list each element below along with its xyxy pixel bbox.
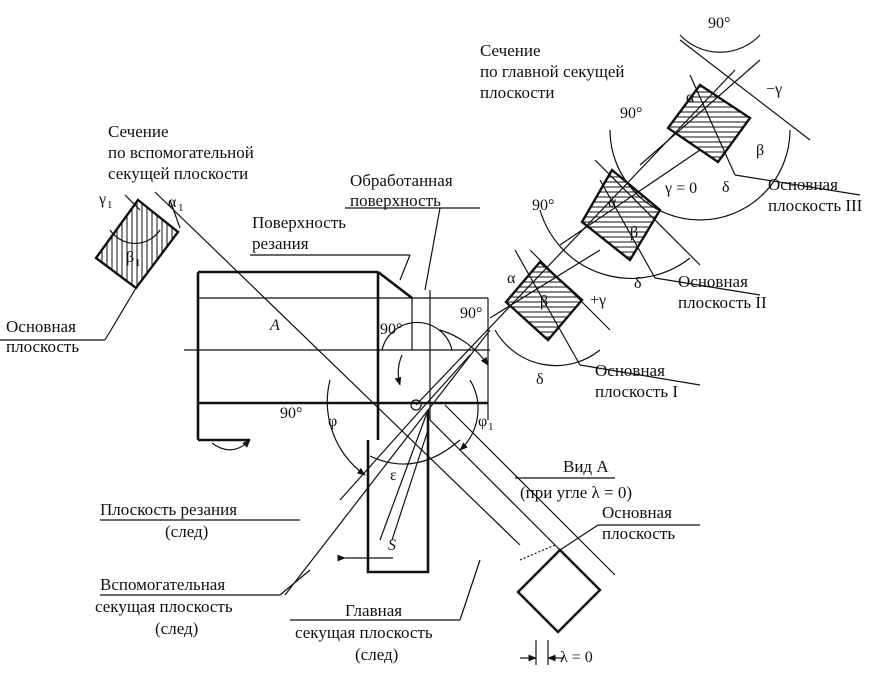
sym-gamma-zero: γ = 0 <box>664 180 697 197</box>
label-main-plane-trace-1: Главная <box>345 601 402 620</box>
sym-gamma-neg: −γ <box>766 81 782 98</box>
svg-text:1: 1 <box>107 199 113 211</box>
label-base-plane-1: Основная <box>6 317 76 336</box>
label-base-plane-2: плоскость <box>6 337 79 356</box>
label-section-main-1: Сечение <box>480 41 541 60</box>
label-machined-surface-2: поверхность <box>350 191 441 210</box>
label-base-plane-2a: Основная <box>678 272 748 291</box>
label-cutting-surface-2: резания <box>252 234 309 253</box>
label-aux-plane-trace-1: Вспомогательная <box>100 575 225 594</box>
section-1 <box>489 249 701 386</box>
sym-beta-s1: β <box>540 293 548 310</box>
workpiece <box>184 270 490 451</box>
section-2 <box>539 149 761 296</box>
sym-phi1: φ <box>478 413 487 430</box>
label-section-main-3: плоскости <box>480 83 554 102</box>
sym-alpha-s3: α <box>686 89 695 106</box>
svg-text:1: 1 <box>178 202 184 214</box>
section-3 <box>609 34 861 221</box>
label-base-plane-1a: Основная <box>595 361 665 380</box>
sym-lambda-zero: λ = 0 <box>560 649 593 666</box>
sym-phi: φ <box>328 413 337 430</box>
sym-alpha-s1: α <box>507 270 516 287</box>
label-cutting-plane-trace-2: (след) <box>165 522 208 541</box>
label-cutting-surface-1: Поверхность <box>252 213 346 232</box>
label-base-plane-3a: Основная <box>768 175 838 194</box>
sym-delta-s2: δ <box>634 275 642 292</box>
sym-90-s2: 90° <box>532 197 554 214</box>
label-base-plane-1b: плоскость I <box>595 382 678 401</box>
label-main-plane-trace-3: (след) <box>355 645 398 664</box>
sym-beta1: β <box>126 249 134 266</box>
label-aux-plane-trace-3: (след) <box>155 619 198 638</box>
label-section-aux-2: по вспомогательной <box>108 143 254 162</box>
label-view-a: Вид А <box>563 457 609 476</box>
main-plane-trace-line <box>154 191 521 546</box>
sym-epsilon: ε <box>390 467 397 484</box>
label-view-a-base-2: плоскость <box>602 524 675 543</box>
sym-90-s1: 90° <box>460 305 482 322</box>
sym-alpha-s2: α <box>608 194 617 211</box>
symbols: 90° 90° 90° 90° 90° 90° α −γ β δ α γ = 0… <box>98 15 782 666</box>
label-section-aux-1: Сечение <box>108 122 169 141</box>
text-labels: Сечение по главной секущей плоскости Сеч… <box>6 41 863 664</box>
sym-90-s3: 90° <box>620 105 642 122</box>
aux-section <box>0 194 181 341</box>
label-view-a-base-1: Основная <box>602 503 672 522</box>
cutting-plane-trace-line <box>339 354 471 501</box>
label-main-plane-trace-2: секущая плоскость <box>295 623 433 642</box>
label-base-plane-3b: плоскость III <box>768 196 863 215</box>
center-angles <box>326 321 489 476</box>
sym-beta-s3: β <box>756 142 764 159</box>
svg-text:1: 1 <box>488 421 494 433</box>
label-cutting-plane-trace-1: Плоскость резания <box>100 500 237 519</box>
sym-alpha1: α <box>168 194 177 211</box>
label-base-plane-2b: плоскость II <box>678 293 767 312</box>
sym-S: S <box>388 537 396 554</box>
sym-gamma-pos: +γ <box>590 292 606 309</box>
sym-90-left: 90° <box>280 405 302 422</box>
sym-A: A <box>269 317 280 334</box>
label-aux-plane-trace-2: секущая плоскость <box>95 597 233 616</box>
sym-gamma1: γ <box>98 191 106 208</box>
sym-beta-s2: β <box>630 224 638 241</box>
svg-text:1: 1 <box>135 257 141 269</box>
label-view-a-note: (при угле λ = 0) <box>520 483 632 502</box>
sym-delta-s1: δ <box>536 371 544 388</box>
sym-delta-s3: δ <box>722 179 730 196</box>
tool-shank <box>337 399 461 574</box>
view-a <box>515 477 700 665</box>
sym-90-center: 90° <box>380 321 402 338</box>
aux-plane-trace-line <box>284 329 491 596</box>
label-machined-surface-1: Обработанная <box>350 171 453 190</box>
label-section-aux-3: секущей плоскости <box>108 164 248 183</box>
sym-90-top: 90° <box>708 15 730 32</box>
leader-lines <box>100 207 481 621</box>
label-section-main-2: по главной секущей <box>480 62 625 81</box>
